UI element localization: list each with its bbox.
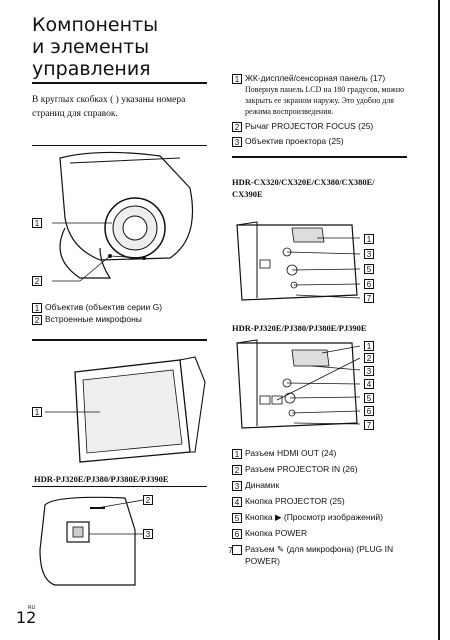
title-line-2: и элементы	[32, 36, 150, 58]
callout-a-3: 3	[364, 249, 374, 259]
camera-side-illustration-a	[236, 221, 361, 301]
callout-a-7: 7	[364, 293, 374, 303]
divider	[32, 486, 207, 487]
callout-2: 2	[32, 276, 42, 286]
callout-1: 1	[32, 218, 42, 228]
title-line-3: управления	[32, 58, 151, 80]
callout-a-1: 1	[364, 234, 374, 244]
section-rule	[232, 156, 407, 158]
callout-3-projector: 3	[143, 529, 153, 539]
projector-illustration	[39, 496, 144, 586]
section-rule	[32, 339, 207, 341]
callout-2-projector: 2	[143, 495, 153, 505]
divider	[32, 145, 207, 146]
callout-b-5: 5	[364, 393, 374, 403]
page-edge-bar	[438, 0, 440, 640]
lcd-illustration	[45, 356, 206, 463]
callout-b-7: 7	[364, 420, 374, 430]
callout-b-6: 6	[364, 406, 374, 416]
callout-a-6: 6	[364, 279, 374, 289]
model-label-b: HDR-PJ320E/PJ380/PJ380E/PJ390E	[232, 323, 367, 333]
intro-text: В круглых скобках ( ) указаны номера стр…	[32, 95, 186, 119]
camera-front-illustration	[52, 151, 194, 282]
callout-b-3: 3	[364, 366, 374, 376]
callout-a-5: 5	[364, 264, 374, 274]
callout-b-4: 4	[364, 379, 374, 389]
legend-item-note: Повернув панель LCD на 180 градусов, мож…	[245, 85, 405, 116]
callout-b-2: 2	[364, 353, 374, 363]
callout-b-1: 1	[364, 341, 374, 351]
model-label-left: HDR-PJ320E/PJ380/PJ380E/PJ390E	[34, 474, 169, 484]
title-line-1: Компоненты	[32, 14, 159, 36]
callout-lcd: 1	[32, 407, 42, 417]
page-number: 12	[16, 608, 37, 627]
model-label-a: HDR-CX320/CX320E/CX380/CX380E/ CX390E	[232, 177, 375, 199]
page-title: Компоненты и элементы управления	[32, 14, 212, 80]
title-rule	[32, 82, 207, 84]
camera-side-illustration-b	[236, 339, 361, 429]
language-code: RU	[28, 605, 36, 611]
